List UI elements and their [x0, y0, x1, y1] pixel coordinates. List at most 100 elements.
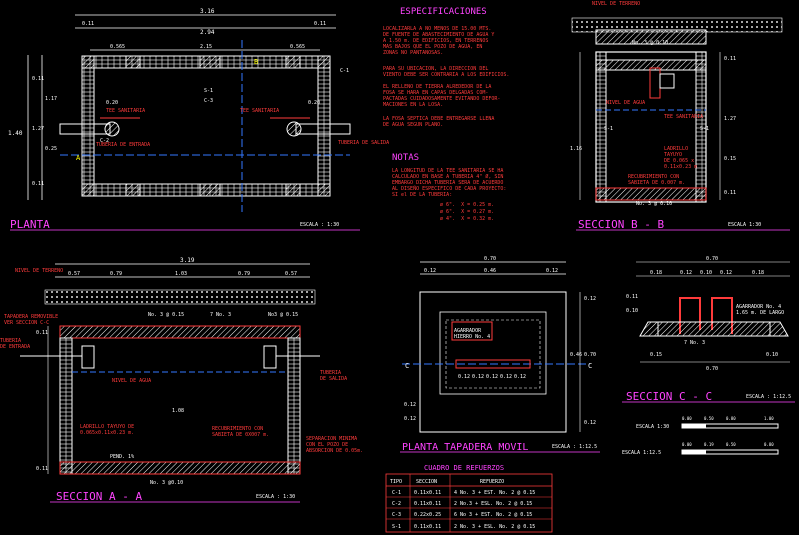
- svg-text:0.12: 0.12: [584, 296, 596, 302]
- svg-text:NIVEL DE TERRENO: NIVEL DE TERRENO: [592, 1, 640, 7]
- planta-dim-0: 3.16: [200, 8, 215, 15]
- svg-text:0.12: 0.12: [720, 270, 732, 276]
- svg-text:0.10: 0.10: [626, 308, 638, 314]
- seccion-cc-title: SECCION C - C: [626, 390, 712, 403]
- svg-text:C: C: [405, 362, 409, 370]
- svg-text:0.10: 0.10: [700, 270, 712, 276]
- svg-text:1.27: 1.27: [724, 116, 736, 122]
- svg-text:0.50: 0.50: [704, 416, 714, 421]
- svg-text:C-1: C-1: [392, 490, 401, 496]
- planta-left-dim-5: 0.11: [32, 181, 44, 187]
- svg-text:0.00: 0.00: [682, 442, 692, 447]
- tapadera-title: PLANTA TAPADERA MOVIL: [402, 442, 528, 453]
- planta-left-dim-1: 0.11: [32, 76, 44, 82]
- planta-dim-3: 0.11: [82, 21, 94, 27]
- svg-text:0.11: 0.11: [724, 56, 736, 62]
- svg-text:AGARRADOR No. 41.65 m. DE LARG: AGARRADOR No. 41.65 m. DE LARGO: [736, 304, 784, 316]
- planta-dim-020-a: 0.20: [106, 100, 118, 106]
- planta-dim-020-b: 0.20: [308, 100, 320, 106]
- seccion-aa-title: SECCION A - A: [56, 490, 142, 503]
- svg-text:1.08: 1.08: [172, 408, 184, 414]
- svg-text:0.12: 0.12: [500, 374, 512, 380]
- svg-text:0.46: 0.46: [570, 352, 582, 358]
- planta-left-dim-4: 0.25: [45, 146, 57, 152]
- svg-text:NIVEL DE AGUA: NIVEL DE AGUA: [606, 100, 645, 106]
- svg-text:3.19: 3.19: [180, 257, 195, 264]
- seccion-bb-title: SECCION B - B: [578, 218, 664, 231]
- svg-text:0.12: 0.12: [514, 374, 526, 380]
- bb-rebar-top: No. 3 @ 0.10: [632, 40, 668, 46]
- planta-c3-label: C-3: [204, 98, 213, 104]
- bb-s1a: S-1: [604, 126, 613, 132]
- svg-text:C: C: [588, 362, 592, 370]
- svg-text:0.11x0.11: 0.11x0.11: [414, 490, 441, 496]
- planta-inner-wall: [93, 67, 319, 185]
- svg-text:0.12: 0.12: [404, 402, 416, 408]
- svg-text:0.18: 0.18: [650, 270, 662, 276]
- bb-s1b: S-1: [700, 126, 709, 132]
- svg-text:0.11x0.11: 0.11x0.11: [414, 501, 441, 507]
- especificaciones-title: ESPECIFICACIONES: [400, 7, 487, 17]
- seccion-cc-scale: ESCALA : 1:12.5: [746, 394, 791, 400]
- svg-text:ø 6".X = 0.27 m.: ø 6".X = 0.27 m.: [440, 209, 494, 215]
- svg-text:PARA SU UBICACION, LA DIRECCIO: PARA SU UBICACION, LA DIRECCION DELVIENT…: [383, 66, 509, 78]
- planta-dim-1: 0.11: [314, 21, 326, 27]
- planta-left-dim-2: 1.27: [32, 126, 44, 132]
- svg-text:0.12: 0.12: [424, 268, 436, 274]
- cuadro-refuerzos: CUADRO DE REFUERZOS TIPO SECCION REFUERZ…: [385, 464, 553, 533]
- svg-text:0.11: 0.11: [724, 190, 736, 196]
- planta-c1-label: C-1: [340, 68, 349, 74]
- svg-text:0.11: 0.11: [36, 330, 48, 336]
- svg-text:LA FOSA SEPTICA DEBE ENTREGARS: LA FOSA SEPTICA DEBE ENTREGARSE LLENADE …: [383, 116, 494, 128]
- svg-text:0.79: 0.79: [110, 271, 122, 277]
- cuadro-title: CUADRO DE REFUERZOS: [424, 464, 504, 472]
- svg-text:PEND. 1%: PEND. 1%: [110, 454, 134, 460]
- planta-pipe-in: TUBERIA DE ENTRADA: [96, 142, 150, 148]
- svg-text:NIVEL DE TERRENO: NIVEL DE TERRENO: [15, 268, 63, 274]
- svg-text:0.79: 0.79: [238, 271, 250, 277]
- svg-text:ø 4".X = 0.32 m.: ø 4".X = 0.32 m.: [440, 216, 494, 222]
- seccion-bb-scale: ESCALA 1:30: [728, 222, 761, 228]
- svg-text:0.15: 0.15: [724, 156, 736, 162]
- svg-text:TIPO: TIPO: [390, 479, 402, 485]
- seccion-aa-view: 3.19 0.57 0.79 1.03 0.79 0.57 NIVEL DE T…: [0, 257, 363, 503]
- svg-text:0.46: 0.46: [484, 268, 496, 274]
- svg-text:No3 @ 0.15: No3 @ 0.15: [268, 312, 298, 318]
- planta-dim-6: 0.565: [290, 44, 305, 50]
- planta-dim-5: 2.15: [200, 44, 212, 50]
- svg-text:1.00: 1.00: [764, 416, 774, 421]
- svg-text:0.11: 0.11: [36, 466, 48, 472]
- svg-text:0.10: 0.10: [766, 352, 778, 358]
- svg-text:2 No.3 + ESL. No. 2 @ 0.15: 2 No.3 + ESL. No. 2 @ 0.15: [454, 501, 532, 507]
- svg-text:LOCALIZARLA A NO MENOS DE 15.0: LOCALIZARLA A NO MENOS DE 15.00 MTS.DE F…: [383, 26, 494, 56]
- svg-text:S-1: S-1: [392, 524, 401, 530]
- svg-text:0.11: 0.11: [626, 294, 638, 300]
- svg-text:7 No. 3: 7 No. 3: [210, 312, 231, 318]
- svg-text:EL RELLENO DE TIERRA ALREDEDOR: EL RELLENO DE TIERRA ALREDEDOR DE LAFOSA…: [383, 84, 500, 108]
- svg-text:0.18: 0.18: [752, 270, 764, 276]
- planta-view: 3.16 0.11 2.94 0.11 0.565 2.15 0.565 1.4…: [8, 8, 389, 231]
- svg-text:1.03: 1.03: [175, 271, 187, 277]
- svg-text:2 No. 3 + ESL. No. 2 @ 0.15: 2 No. 3 + ESL. No. 2 @ 0.15: [454, 524, 535, 530]
- svg-text:0.12: 0.12: [584, 420, 596, 426]
- planta-dim-2: 2.94: [200, 29, 215, 36]
- svg-text:LA LONGITUD DE LA TEE SANITARI: LA LONGITUD DE LA TEE SANITARIA SE HACAL…: [392, 168, 506, 198]
- svg-text:0.50: 0.50: [726, 442, 736, 447]
- seccion-aa-scale: ESCALA : 1:30: [256, 494, 295, 500]
- svg-text:0.57: 0.57: [285, 271, 297, 277]
- svg-text:0.15: 0.15: [650, 352, 662, 358]
- svg-text:C-2: C-2: [392, 501, 401, 507]
- planta-title: PLANTA: [10, 218, 50, 231]
- planta-tee-left: TEE SANITARIA: [106, 108, 145, 114]
- svg-text:0.80: 0.80: [726, 416, 736, 421]
- bb-rebar-bottom: No. 3 @ 0.10: [636, 201, 672, 207]
- svg-text:C-3: C-3: [392, 512, 401, 518]
- svg-text:0.22x0.25: 0.22x0.25: [414, 512, 441, 518]
- seccion-cc-view: 0.70 0.18 0.12 0.10 0.12 0.18 7 No. 3 AG…: [622, 256, 795, 403]
